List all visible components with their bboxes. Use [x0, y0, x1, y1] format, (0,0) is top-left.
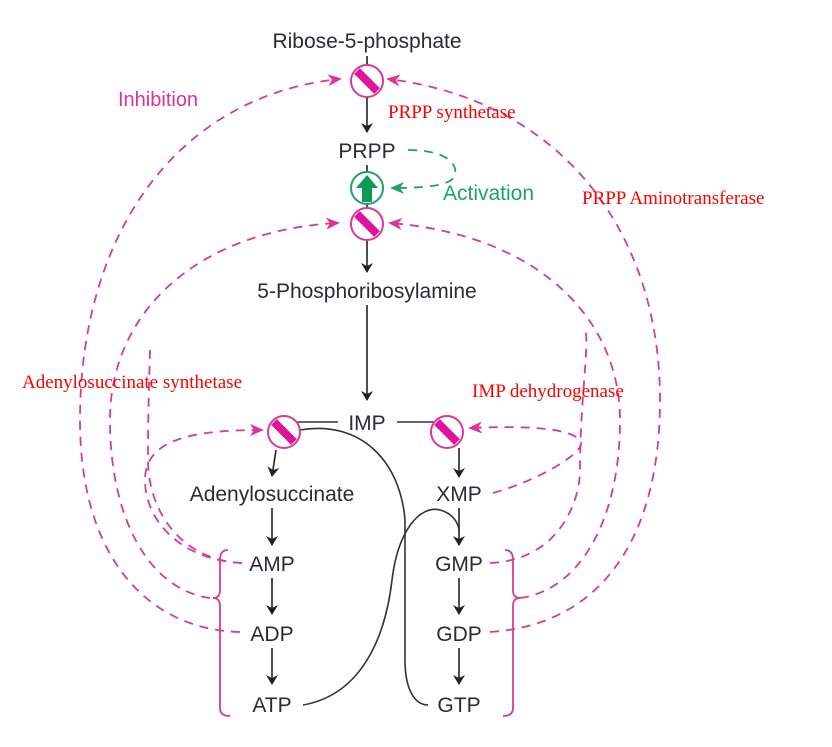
inhibition-icon-imp-dehydrogenase	[430, 415, 464, 449]
enzyme-prpp-synthetase: PRPP synthetase	[388, 102, 516, 123]
inhibition-icon-aminotransferase	[350, 207, 384, 241]
gtp-energy-curve	[299, 427, 429, 706]
legend-activation: Activation	[443, 182, 534, 205]
node-gtp: GTP	[437, 694, 480, 717]
enzyme-imp-dehydrogenase: IMP dehydrogenase	[472, 381, 624, 402]
node-prpp: PRPP	[338, 140, 395, 163]
inhibition-icon-prpp-synthetase	[350, 64, 384, 98]
node-xmp: XMP	[436, 483, 482, 506]
activation-icon-aminotransferase	[350, 171, 384, 205]
guanine-nucleotides-brace	[502, 549, 521, 717]
node-atp: ATP	[252, 694, 291, 717]
prpp-activation-path	[390, 149, 457, 194]
inhibition-icon-adenylosuccinate-synthetase	[267, 415, 301, 449]
enzyme-prpp-aminotransferase: PRPP Aminotransferase	[582, 188, 764, 209]
feedback-amp-adp-to-aminotransferase	[109, 217, 340, 599]
feedback-gmp-gdp-to-aminotransferase	[388, 217, 621, 599]
enzyme-adenylosuccinate-synthetase: Adenylosuccinate synthetase	[22, 372, 242, 393]
node-amp: AMP	[249, 553, 295, 576]
node-gdp: GDP	[436, 623, 482, 646]
node-adp: ADP	[250, 623, 293, 646]
feedback-gdp-to-prpp-synthetase	[386, 74, 661, 633]
adenine-nucleotides-brace	[212, 549, 231, 717]
node-gmp: GMP	[435, 553, 483, 576]
node-5-phosphoribosylamine: 5-Phosphoribosylamine	[257, 280, 476, 303]
atp-energy-curve	[302, 508, 460, 706]
node-ribose-5-phosphate: Ribose-5-phosphate	[272, 30, 461, 53]
feedback-amp-to-aminotransferase-inner	[147, 349, 243, 564]
legend-inhibition: Inhibition	[118, 89, 198, 111]
feedback-adp-to-prpp-synthetase	[79, 74, 342, 633]
arrow-to-adenylosuccinate	[267, 449, 280, 477]
feedback-gmp-loop	[489, 329, 588, 564]
feedback-amp-to-adenylosuccinate-synthetase	[144, 424, 264, 564]
feedback-gmp-to-imp-dehydrogenase	[468, 421, 583, 494]
node-adenylosuccinate: Adenylosuccinate	[190, 483, 355, 506]
node-imp: IMP	[348, 412, 385, 435]
